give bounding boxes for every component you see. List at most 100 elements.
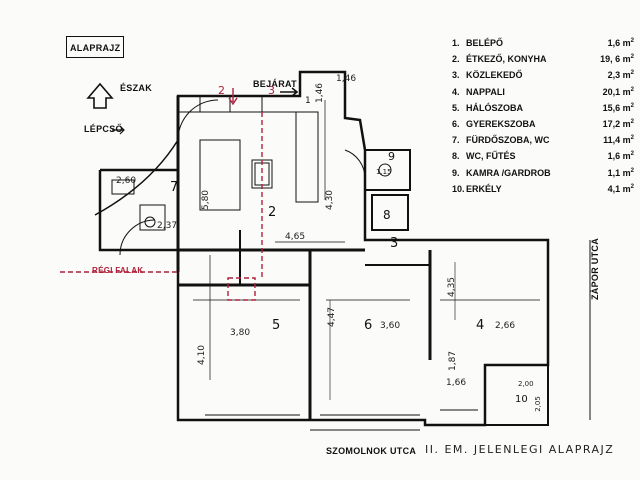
room-number-6: 6 xyxy=(364,318,373,333)
room-number-8: 8 xyxy=(383,208,391,222)
legend-area: 1,1 m2 xyxy=(608,168,634,178)
dim-label: 1,15 xyxy=(376,168,392,176)
dim-label: 3,60 xyxy=(380,321,401,331)
legend-area-unit: 2 xyxy=(630,135,634,142)
red-arrow-icon xyxy=(228,88,238,106)
legend-area: 1,6 m2 xyxy=(608,151,634,161)
legend-area-unit: 2 xyxy=(630,38,634,44)
legend-area-value: 20,1 m xyxy=(602,86,631,97)
legend-room-name: GYEREKSZOBA xyxy=(466,118,536,129)
dim-label: 1,46 xyxy=(315,82,326,104)
dim-label: 2,37 xyxy=(157,221,178,231)
room-number-1: 1 xyxy=(305,96,311,106)
dim-label: 4,30 xyxy=(325,189,336,211)
legend-area-value: 1,6 m xyxy=(607,151,631,162)
legend-area-value: 1,6 m xyxy=(607,38,631,48)
dim-label: 1,87 xyxy=(448,350,459,372)
plan-title: ALAPRAJZ xyxy=(70,43,121,53)
dim-label: 4,47 xyxy=(327,306,338,328)
legend-area-value: 19, 6 m xyxy=(600,54,631,65)
legend-number: 4. xyxy=(452,86,460,97)
legend-room-name: ERKÉLY xyxy=(466,183,502,194)
window xyxy=(205,409,478,416)
legend-area: 2,3 m2 xyxy=(608,70,634,80)
legend-room-name: HÁLÓSZOBA xyxy=(466,102,523,113)
plan-title-box: ALAPRAJZ xyxy=(66,36,125,58)
room-number-2: 2 xyxy=(268,205,277,220)
room-number-5: 5 xyxy=(272,318,281,333)
dim-label: 1,66 xyxy=(446,378,467,388)
legend-room-name: FÜRDŐSZOBA, WC xyxy=(466,135,550,146)
old-walls-label: RÉGI FALAK xyxy=(92,266,144,275)
north-arrow-icon xyxy=(86,82,114,109)
legend-number: 1. xyxy=(452,38,460,48)
room-number-4: 4 xyxy=(476,318,485,333)
legend-area: 4,1 m2 xyxy=(608,184,634,194)
dim-label: 2,00 xyxy=(518,380,534,388)
legend-area-unit: 2 xyxy=(630,167,634,174)
legend-area-unit: 2 xyxy=(630,183,634,190)
stair-arrow-icon xyxy=(112,125,125,135)
north-label: ÉSZAK xyxy=(120,83,153,93)
legend-number: 10. xyxy=(452,183,465,194)
marker-2: 2 xyxy=(218,84,225,97)
street-bottom-label: SZOMOLNOK UTCA xyxy=(326,446,417,456)
shower xyxy=(139,204,166,231)
legend-area-value: 1,1 m xyxy=(607,167,631,178)
stair-curve xyxy=(94,139,179,216)
legend-number: 7. xyxy=(452,135,460,146)
legend-number: 6. xyxy=(452,118,460,129)
basin xyxy=(144,216,156,228)
legend-row: 6. GYEREKSZOBA 17,2 m2 xyxy=(452,119,634,135)
legend-area-value: 11,4 m xyxy=(603,135,631,146)
toilet xyxy=(378,163,392,177)
bath-wall xyxy=(98,168,178,252)
legend-area-value: 15,6 m xyxy=(602,102,631,113)
legend-area: 1,6 m2 xyxy=(608,38,634,48)
legend-room-name: KÖZLEKEDŐ xyxy=(466,70,523,81)
legend-area-value: 2,3 m xyxy=(607,70,631,81)
legend-room-name: WC, FŰTÉS xyxy=(466,151,516,162)
balcony xyxy=(484,364,549,426)
room-number-10: 10 xyxy=(515,394,528,405)
legend-number: 3. xyxy=(452,70,460,81)
legend-number: 2. xyxy=(452,54,460,65)
legend-room-name: KAMRA /GARDROB xyxy=(466,167,551,178)
legend-area-value: 17,2 m xyxy=(602,118,631,129)
legend-area-unit: 2 xyxy=(630,102,634,109)
room-number-9: 9 xyxy=(388,150,395,163)
bathtub xyxy=(111,179,135,195)
outer-wall xyxy=(176,70,550,427)
legend-area: 15,6 m2 xyxy=(603,103,634,113)
dim-label: 5,80 xyxy=(201,189,212,211)
legend-row: 9. KAMRA /GARDROB 1,1 m2 xyxy=(452,168,634,184)
wall-band xyxy=(178,96,300,113)
kitchen-counter xyxy=(295,111,319,203)
dim-label: 3,80 xyxy=(230,328,251,338)
marker-3: 3 xyxy=(268,84,275,97)
floor-caption: II. EM. JELENLEGI ALAPRAJZ xyxy=(425,443,615,456)
dimension-line xyxy=(329,160,456,400)
legend-row: 2. ÉTKEZŐ, KONYHA 19, 6 m2 xyxy=(452,54,634,70)
door-arc xyxy=(119,219,156,256)
legend-row: 7. FÜRDŐSZOBA, WC 11,4 m2 xyxy=(452,135,634,151)
legend-room-name: ÉTKEZŐ, KONYHA xyxy=(466,54,547,65)
legend-area: 19, 6 m2 xyxy=(600,54,634,64)
dim-label: 4,35 xyxy=(447,276,458,298)
legend-area-unit: 2 xyxy=(630,86,634,93)
legend-area-value: 4,1 m xyxy=(607,183,631,194)
dim-label: 1,46 xyxy=(336,74,357,84)
dim-label: 4,65 xyxy=(285,232,306,242)
entrance-arrow-icon xyxy=(280,87,299,97)
room-number-3: 3 xyxy=(390,236,399,251)
room-number-7: 7 xyxy=(170,180,179,195)
legend-area-unit: 2 xyxy=(630,118,634,125)
legend-number: 9. xyxy=(452,167,460,178)
legend-area-unit: 2 xyxy=(630,70,634,77)
table xyxy=(199,139,241,211)
